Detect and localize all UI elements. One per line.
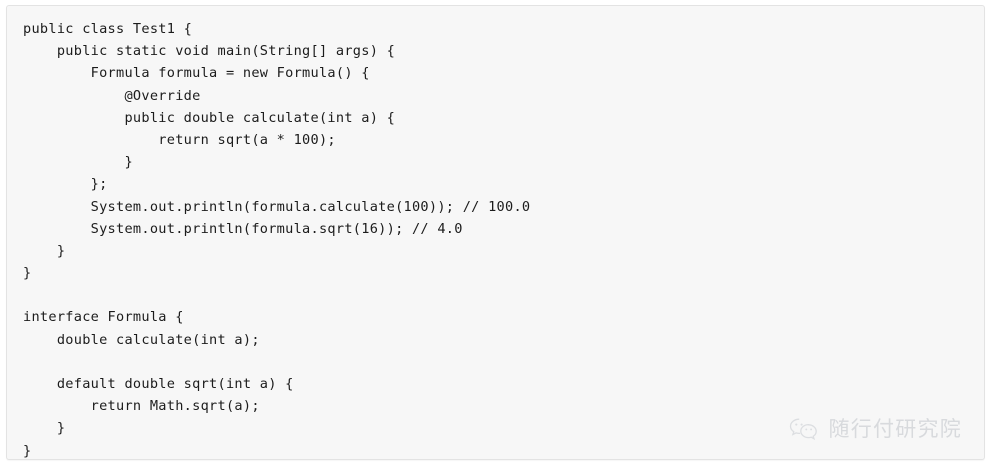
- code-line: public static void main(String[] args) {: [23, 43, 396, 60]
- code-line: System.out.println(formula.calculate(100…: [23, 198, 531, 215]
- code-line: [23, 284, 530, 306]
- watermark: 随行付研究院: [789, 417, 962, 441]
- code-line: return sqrt(a * 100);: [23, 131, 336, 148]
- code-line: }: [23, 242, 66, 259]
- wechat-icon: [789, 417, 819, 441]
- code-line: public class Test1 {: [23, 21, 193, 37]
- watermark-label: 随行付研究院: [828, 416, 962, 441]
- code-line: }: [23, 420, 66, 437]
- code-line: double calculate(int a);: [23, 331, 260, 348]
- code-line: return Math.sqrt(a);: [23, 398, 260, 415]
- code-line: };: [23, 176, 108, 193]
- code-block: public class Test1 { public static void …: [23, 18, 531, 459]
- code-content: public class Test1 { public static void …: [23, 18, 531, 459]
- code-line: default double sqrt(int a) {: [23, 376, 294, 392]
- code-line: System.out.println(formula.sqrt(16)); //…: [23, 220, 463, 237]
- code-card: public class Test1 { public static void …: [6, 5, 985, 460]
- code-line: [23, 351, 530, 373]
- code-line: }: [23, 442, 32, 459]
- code-line: public double calculate(int a) {: [23, 109, 396, 126]
- code-line: }: [23, 265, 32, 282]
- code-line: @Override: [23, 87, 201, 104]
- code-line: }: [23, 154, 133, 171]
- code-line: Formula formula = new Formula() {: [23, 65, 370, 82]
- code-line: interface Formula {: [23, 309, 184, 326]
